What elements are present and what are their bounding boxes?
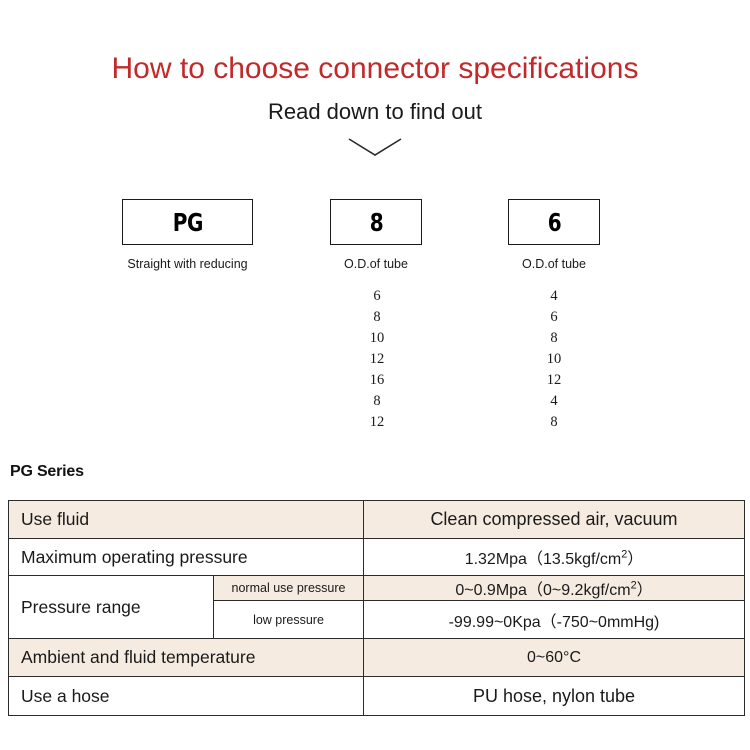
table-row: Use a hose PU hose, nylon tube [8, 676, 745, 716]
table-row: Use fluid Clean compressed air, vacuum [8, 500, 745, 539]
code-box-tube2-caption: O.D.of tube [522, 257, 586, 271]
spec-value-use-fluid: Clean compressed air, vacuum [363, 500, 745, 539]
option-item: 12 [546, 372, 562, 388]
spec-table: Use fluid Clean compressed air, vacuum M… [8, 500, 745, 716]
spec-label-use-a-hose: Use a hose [8, 676, 364, 716]
table-row: Pressure range normal use pressure 0~0.9… [8, 575, 745, 639]
option-item: 10 [369, 330, 385, 346]
option-item: 6 [550, 309, 558, 325]
spec-value-use-a-hose: PU hose, nylon tube [363, 676, 745, 716]
option-item: 12 [369, 351, 385, 367]
spec-sublabel-normal-use-pressure: normal use pressure [213, 575, 364, 601]
page-title: How to choose connector specifications [111, 52, 639, 85]
spec-label-max-pressure: Maximum operating pressure [8, 538, 364, 576]
spec-label-use-fluid: Use fluid [8, 500, 364, 539]
code-box-tube2-value: 6 [547, 207, 561, 237]
code-box-tube1-caption: O.D.of tube [344, 257, 408, 271]
code-box-series-value: PG [172, 207, 203, 237]
spec-sublabel-low-pressure: low pressure [213, 600, 364, 639]
page-subtitle: Read down to find out [267, 99, 483, 124]
spec-value-temperature: 0~60°C [363, 638, 745, 677]
option-item: 10 [546, 351, 562, 367]
code-box-series-caption: Straight with reducing [127, 257, 248, 271]
spec-label-temperature: Ambient and fluid temperature [8, 638, 364, 677]
option-item: 8 [373, 309, 381, 325]
spec-value-max-pressure: 1.32Mpa（13.5kgf/cm2） [363, 538, 745, 576]
option-list-tube1: 6 8 10 12 16 8 12 [331, 286, 423, 433]
table-row: Ambient and fluid temperature 0~60°C [8, 638, 745, 677]
spec-value-max-pressure-text: 1.32Mpa（13.5kgf/cm2） [464, 548, 644, 568]
option-item: 8 [550, 330, 558, 346]
spec-table-heading: PG Series [10, 463, 84, 480]
option-item: 12 [369, 414, 385, 430]
spec-label-pressure-range: Pressure range [8, 575, 214, 639]
option-item: 4 [550, 393, 558, 409]
spec-value-low-pressure: -99.99~0Kpa（-750~0mmHg) [363, 600, 745, 639]
code-box-series: PG [122, 199, 253, 245]
spec-value-normal-use-pressure-text: 0~0.9Mpa（0~9.2kgf/cm2） [455, 579, 653, 599]
option-item: 4 [550, 288, 558, 304]
option-item: 8 [373, 393, 381, 409]
table-row: low pressure -99.99~0Kpa（-750~0mmHg) [9, 600, 745, 639]
code-box-tube1: 8 [330, 199, 422, 245]
code-box-tube2: 6 [508, 199, 600, 245]
option-item: 16 [369, 372, 385, 388]
code-box-tube1-value: 8 [369, 207, 383, 237]
option-item: 8 [550, 414, 558, 430]
table-row: Maximum operating pressure 1.32Mpa（13.5k… [8, 538, 745, 576]
option-item: 6 [373, 288, 381, 304]
spec-value-normal-use-pressure: 0~0.9Mpa（0~9.2kgf/cm2） [363, 575, 745, 601]
chevron-down-icon [348, 138, 402, 156]
option-list-tube2: 4 6 8 10 12 4 8 [508, 286, 600, 433]
